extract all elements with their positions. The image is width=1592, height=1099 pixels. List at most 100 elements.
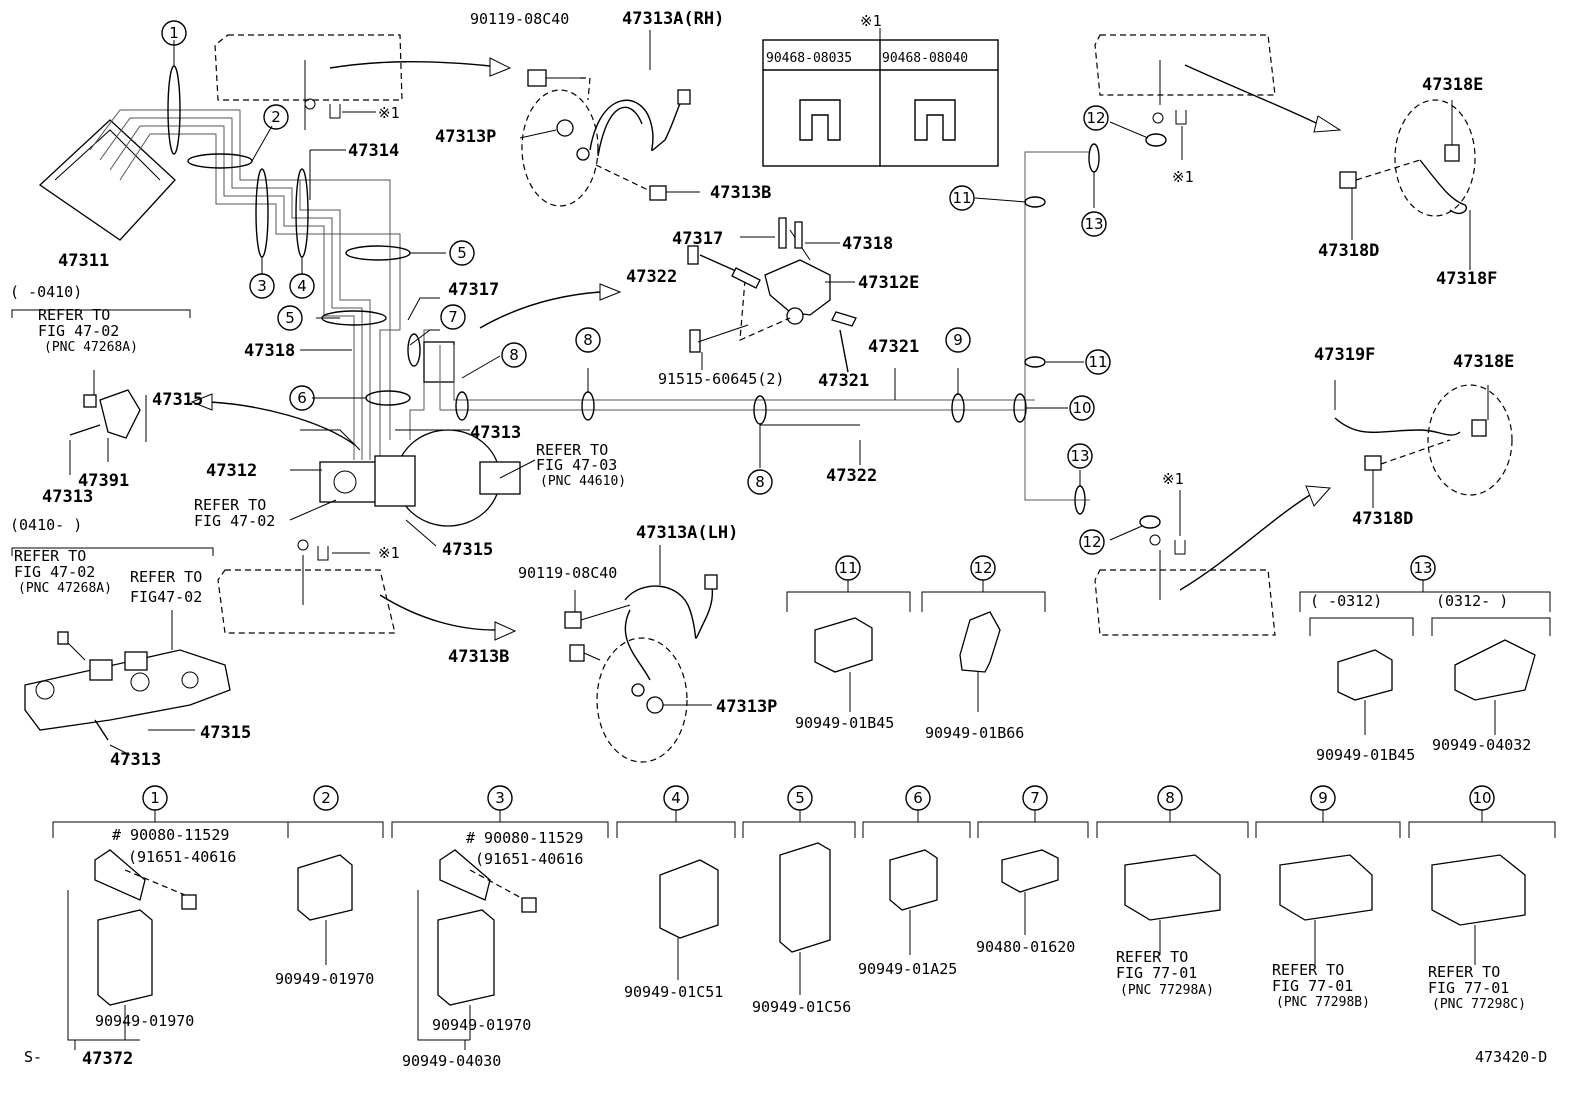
callout-6: 6 [289,385,315,411]
svg-text:3: 3 [495,789,505,807]
label-47318D-top: 47318D [1318,241,1379,261]
bottom-clip-row [52,810,1556,1050]
callout-12b: 12 [1079,529,1105,555]
detail-note1-bottom-left [217,539,517,641]
callout-6-bottom: 6 [905,785,931,811]
callout-2: 2 [263,104,289,130]
label-90949-01C51: 90949-01C51 [624,983,723,1001]
label-91651-c3: (91651-40616 [475,850,583,868]
main-brake-pipes [439,143,1100,515]
callout-5-bottom: 5 [787,785,813,811]
date-range-early: ( -0410) [10,283,82,301]
note-table [762,28,999,167]
label-47315-center: 47315 [442,540,493,560]
callout-13b: 13 [1067,443,1093,469]
callout-13a: 13 [1081,211,1107,237]
callout-12a: 12 [1083,105,1109,131]
label-47311: 47311 [58,251,109,271]
date-range-late: (0410- ) [10,516,82,534]
svg-text:8: 8 [1165,789,1175,807]
svg-text:4: 4 [297,277,307,295]
callout-9: 9 [945,327,971,353]
label-47318E-bottom: 47318E [1453,352,1514,372]
callout-12-group: 12 [970,555,996,581]
svg-text:13: 13 [1084,215,1103,233]
callout-1: 1 [161,20,187,46]
label-47317-center: 47317 [672,229,723,249]
label-47313A-rh: 47313A(RH) [622,9,724,29]
label-91651-c1: (91651-40616 [128,848,236,866]
label-47312: 47312 [206,461,257,481]
callout-8b: 8 [575,327,601,353]
refer-c8-line1: REFER TO [1116,948,1188,966]
proportioning-valve-group [479,217,857,373]
label-91515: 91515-60645(2) [658,370,784,388]
callout-2-bottom: 2 [313,785,339,811]
refer-c8-line2: FIG 77-01 [1116,964,1197,982]
svg-text:12: 12 [973,559,992,577]
part-labels: 47311 4 7 3 1 4 47317 47318 47313 47312 4731… [10,9,1547,1070]
label-47321-right: 47321 [868,337,919,357]
refer-late-line2: FIG 47-02 [14,563,95,581]
svg-text:5: 5 [457,244,467,262]
svg-text:10: 10 [1472,789,1491,807]
label-47318-left: 47318 [244,341,295,361]
callout-5b: 5 [277,305,303,331]
note-symbol-left-bottom: ※1 [378,544,400,562]
callout-10-bottom: 10 [1469,785,1495,811]
callout-8c: 8 [747,469,773,495]
flex-hose-lh-group [564,545,718,763]
callout-7-bottom: 7 [1022,785,1048,811]
label-47313P-top: 47313P [435,127,496,147]
callout-3-bottom: 3 [487,785,513,811]
note-symbol-top: ※1 [860,12,882,30]
label-47313-bottom: 47313 [110,750,161,770]
callout-11b: 11 [1085,349,1111,375]
callout-9-bottom: 9 [1310,785,1336,811]
callout-5a: 5 [449,240,475,266]
label-90949-01C56: 90949-01C56 [752,998,851,1016]
label-90949-01B45-right: 90949-01B45 [1316,746,1415,764]
date-range-clip13-early: ( -0312) [1310,592,1382,610]
svg-text:1: 1 [169,24,179,42]
label-90949-01970-c2: 90949-01970 [275,970,374,988]
label-90949-01970-c3: 90949-01970 [432,1016,531,1034]
label-47318D-bottom: 47318D [1352,509,1413,529]
svg-text:1: 1 [150,789,160,807]
refer-c9-line2: FIG 77-01 [1272,977,1353,995]
label-90949-04030: 90949-04030 [402,1052,501,1070]
label-47313P-bottom: 47313P [716,697,777,717]
callout-8a: 8 [501,342,527,368]
svg-text:4: 4 [671,789,681,807]
svg-text:6: 6 [913,789,923,807]
note-symbol-right-bottom: ※1 [1162,470,1184,488]
refer-c9-line1: REFER TO [1272,961,1344,979]
refer-early-line1: REFER TO [38,306,110,324]
svg-text:7: 7 [448,308,458,326]
callout-4: 4 [289,273,315,299]
note-symbol-right-top: ※1 [1172,168,1194,186]
refer-cyl-line1: REFER TO [194,496,266,514]
refer-booster-line2: FIG 47-03 [536,456,617,474]
label-47318-center: 47318 [842,234,893,254]
date-range-clip13-late: (0312- ) [1436,592,1508,610]
callout-3: 3 [249,273,275,299]
flex-hose-rh-group [519,30,700,207]
label-90949-01B66: 90949-01B66 [925,724,1024,742]
label-90949-01970-c1: 90949-01970 [95,1012,194,1030]
clip-row-middle [786,580,1551,735]
refer-booster-line1: REFER TO [536,441,608,459]
master-cylinder-alt [11,309,231,756]
svg-text:6: 6 [297,389,307,407]
label-47313A-lh: 47313A(LH) [636,523,738,543]
label-47317-left: 47317 [448,280,499,300]
callout-11-group: 11 [835,555,861,581]
callout-circles: 1 2 3 4 5 5 6 7 8 8 8 9 10 11 11 12 12 1… [142,20,1495,811]
label-47313-center: 47313 [470,423,521,443]
refer-c9-line3: (PNC 77298B) [1276,995,1370,1010]
label-47318E-top: 47318E [1422,75,1483,95]
label-47372: 47372 [82,1049,133,1069]
label-90119-top: 90119-08C40 [470,10,569,28]
refer-late-line1: REFER TO [14,547,86,565]
